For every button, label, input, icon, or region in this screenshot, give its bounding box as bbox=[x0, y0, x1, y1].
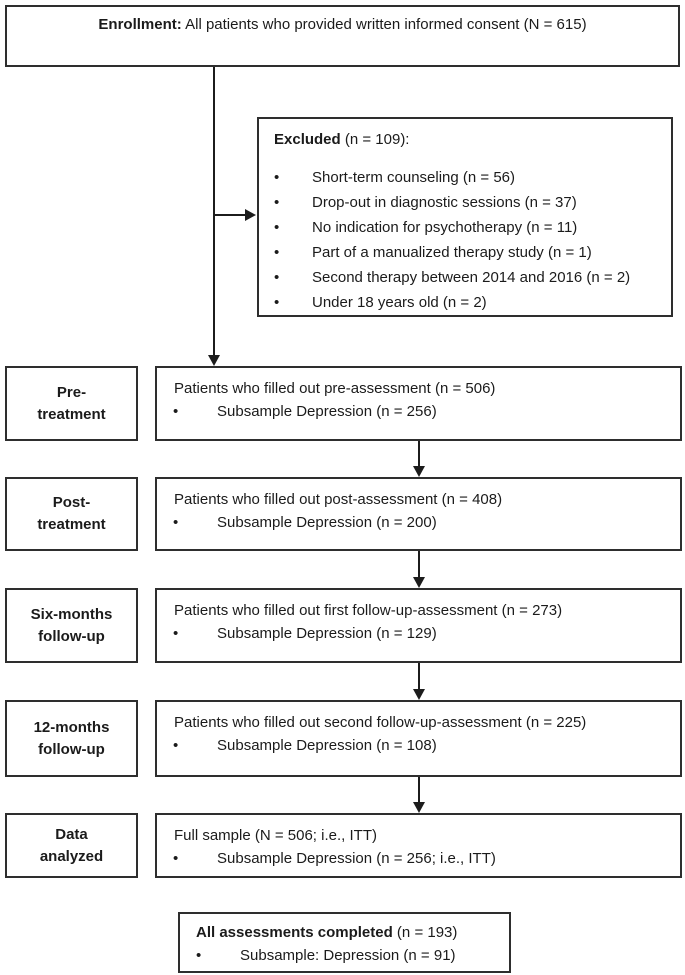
excluded-item: • Drop-out in diagnostic sessions (n = 3… bbox=[259, 190, 671, 215]
bullet-icon: • bbox=[274, 194, 280, 211]
bullet-icon: • bbox=[274, 169, 280, 186]
stage-label-line: follow-up bbox=[38, 740, 105, 758]
bullet-icon: • bbox=[173, 403, 179, 420]
label-box-twelve-months: 12-months follow-up bbox=[5, 700, 138, 777]
bullet-icon: • bbox=[274, 294, 280, 311]
stage-label-line: Data bbox=[55, 825, 88, 843]
excluded-item: • No indication for psychotherapy (n = 1… bbox=[259, 215, 671, 240]
stage-label-line: analyzed bbox=[39, 847, 104, 865]
arrowhead-down-icon bbox=[413, 689, 425, 700]
excluded-item-label: Drop-out in diagnostic sessions (n = 37) bbox=[312, 194, 577, 211]
bullet-icon: • bbox=[274, 219, 280, 236]
connector-twelve-to-data bbox=[418, 777, 420, 803]
excluded-title-rest: (n = 109): bbox=[340, 131, 410, 148]
connector-enrollment-to-pre bbox=[213, 67, 215, 357]
bullet-icon: • bbox=[274, 244, 280, 261]
content-box-post-treatment: Patients who filled out post-assessment … bbox=[155, 477, 682, 551]
arrowhead-right-icon bbox=[245, 209, 256, 221]
arrowhead-down-icon bbox=[413, 466, 425, 477]
content-box-data-analyzed: Full sample (N = 506; i.e., ITT) • Subsa… bbox=[155, 813, 682, 878]
excluded-item: • Short-term counseling (n = 56) bbox=[259, 165, 671, 190]
stage-label-line: Pre- bbox=[56, 383, 87, 401]
excluded-item-label: Under 18 years old (n = 2) bbox=[312, 294, 487, 311]
stage-sub-text: Subsample Depression (n = 108) bbox=[217, 737, 437, 754]
stage-main-text: Patients who filled out post-assessment … bbox=[174, 491, 503, 508]
connector-post-to-six bbox=[418, 551, 420, 578]
excluded-item-label: Short-term counseling (n = 56) bbox=[312, 169, 516, 186]
completed-title: All assessments completed (n = 193) bbox=[180, 921, 509, 944]
stage-main-text: Patients who filled out pre-assessment (… bbox=[174, 380, 496, 397]
completed-title-rest: (n = 193) bbox=[392, 924, 458, 941]
excluded-item: • Part of a manualized therapy study (n … bbox=[259, 240, 671, 265]
content-box-twelve-months: Patients who filled out second follow-up… bbox=[155, 700, 682, 777]
enrollment-title-rest: All patients who provided written inform… bbox=[181, 16, 587, 33]
content-box-pre-treatment: Patients who filled out pre-assessment (… bbox=[155, 366, 682, 441]
excluded-item: • Under 18 years old (n = 2) bbox=[259, 290, 671, 315]
label-box-post-treatment: Post- treatment bbox=[5, 477, 138, 551]
bullet-icon: • bbox=[173, 514, 179, 531]
stage-label-line: treatment bbox=[37, 405, 106, 423]
stage-sub-text: Subsample Depression (n = 256) bbox=[217, 403, 437, 420]
stage-sub-row: • Subsample Depression (n = 129) bbox=[157, 622, 680, 645]
label-box-pre-treatment: Pre- treatment bbox=[5, 366, 138, 441]
excluded-item-label: Part of a manualized therapy study (n = … bbox=[312, 244, 592, 261]
excluded-box: Excluded (n = 109): • Short-term counsel… bbox=[257, 117, 673, 317]
bullet-icon: • bbox=[196, 947, 202, 964]
stage-label-line: Post- bbox=[52, 494, 91, 511]
excluded-item-label: No indication for psychotherapy (n = 11) bbox=[312, 219, 578, 236]
completed-sub-row: • Subsample: Depression (n = 91) bbox=[180, 944, 509, 967]
stage-sub-text: Subsample Depression (n = 129) bbox=[217, 625, 437, 642]
excluded-list: • Short-term counseling (n = 56) • Drop-… bbox=[259, 165, 671, 315]
stage-sub-text: Subsample Depression (n = 200) bbox=[217, 514, 437, 531]
stage-main-text: Full sample (N = 506; i.e., ITT) bbox=[174, 827, 377, 844]
enrollment-box: Enrollment: All patients who provided wr… bbox=[5, 5, 680, 67]
stage-label-line: treatment bbox=[37, 516, 106, 533]
bullet-icon: • bbox=[173, 625, 179, 642]
completed-box: All assessments completed (n = 193) • Su… bbox=[178, 912, 511, 973]
stage-label-line: 12-months bbox=[33, 718, 110, 736]
connector-to-excluded bbox=[213, 214, 246, 216]
completed-title-bold: All assessments completed bbox=[196, 924, 393, 941]
label-box-six-months: Six-months follow-up bbox=[5, 588, 138, 663]
connector-six-to-twelve bbox=[418, 663, 420, 690]
excluded-item-label: Second therapy between 2014 and 2016 (n … bbox=[312, 269, 631, 286]
excluded-title-bold: Excluded bbox=[274, 131, 341, 148]
stage-sub-row: • Subsample Depression (n = 256) bbox=[157, 400, 680, 423]
arrowhead-down-icon bbox=[208, 355, 220, 366]
arrowhead-down-icon bbox=[413, 577, 425, 588]
completed-sub-text: Subsample: Depression (n = 91) bbox=[240, 947, 456, 964]
bullet-icon: • bbox=[173, 850, 179, 867]
stage-sub-row: • Subsample Depression (n = 108) bbox=[157, 734, 680, 757]
excluded-item: • Second therapy between 2014 and 2016 (… bbox=[259, 265, 671, 290]
connector-pre-to-post bbox=[418, 441, 420, 467]
arrowhead-down-icon bbox=[413, 802, 425, 813]
excluded-title: Excluded (n = 109): bbox=[259, 119, 671, 150]
bullet-icon: • bbox=[173, 737, 179, 754]
stage-label-line: Six-months bbox=[30, 605, 113, 623]
label-box-data-analyzed: Data analyzed bbox=[5, 813, 138, 878]
stage-main-text: Patients who filled out second follow-up… bbox=[174, 714, 587, 731]
enrollment-title-bold: Enrollment: bbox=[98, 16, 182, 33]
stage-sub-text: Subsample Depression (n = 256; i.e., ITT… bbox=[217, 850, 496, 867]
bullet-icon: • bbox=[274, 269, 280, 286]
content-box-six-months: Patients who filled out first follow-up-… bbox=[155, 588, 682, 663]
stage-sub-row: • Subsample Depression (n = 256; i.e., I… bbox=[157, 847, 680, 870]
stage-main-text: Patients who filled out first follow-up-… bbox=[174, 602, 563, 619]
stage-label-line: follow-up bbox=[38, 627, 105, 645]
stage-sub-row: • Subsample Depression (n = 200) bbox=[157, 511, 680, 534]
